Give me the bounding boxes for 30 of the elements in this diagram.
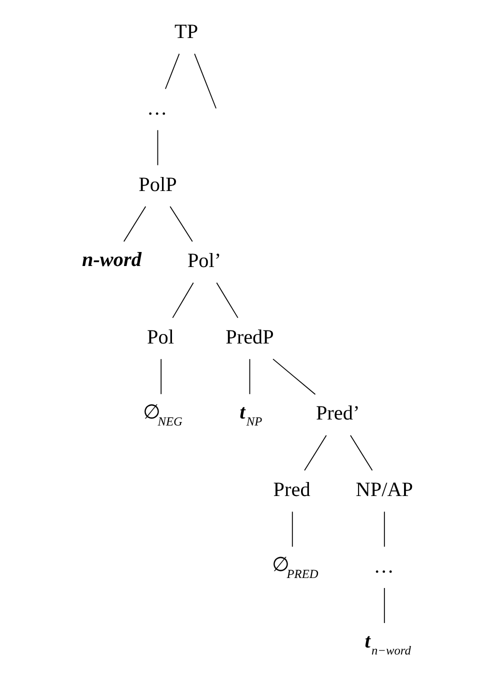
- node-text: n-word: [82, 249, 142, 272]
- node-text: Pol: [147, 326, 174, 348]
- node-text: PolP: [138, 174, 177, 196]
- connector: [160, 358, 162, 395]
- connector: [194, 53, 216, 109]
- node-text: …: [374, 555, 394, 578]
- node-text: t$_{NP}$: [240, 402, 262, 429]
- connector: [170, 206, 193, 242]
- node-text: t$_{n−word}$: [364, 630, 411, 658]
- node-text: …: [147, 98, 168, 120]
- connector: [123, 206, 146, 242]
- connector: [384, 511, 385, 548]
- connector: [292, 511, 293, 548]
- node-text: Pol’: [187, 250, 222, 272]
- connector: [384, 588, 385, 624]
- node-text: TP: [174, 21, 198, 44]
- node-text: Pred: [273, 479, 310, 502]
- connector: [172, 282, 194, 318]
- node-text: PredP: [226, 326, 274, 348]
- node-text: Pred’: [316, 402, 360, 425]
- node-text: NP/AP: [356, 479, 414, 502]
- connector: [350, 434, 373, 471]
- node-text: ∅$_{NEG}$: [143, 402, 182, 429]
- connector: [157, 130, 158, 166]
- node-text: ∅$_{PRED}$: [272, 554, 318, 582]
- connector: [272, 358, 316, 395]
- connector: [165, 53, 180, 90]
- connector: [304, 434, 327, 471]
- connector: [216, 282, 238, 318]
- connector: [249, 358, 250, 395]
